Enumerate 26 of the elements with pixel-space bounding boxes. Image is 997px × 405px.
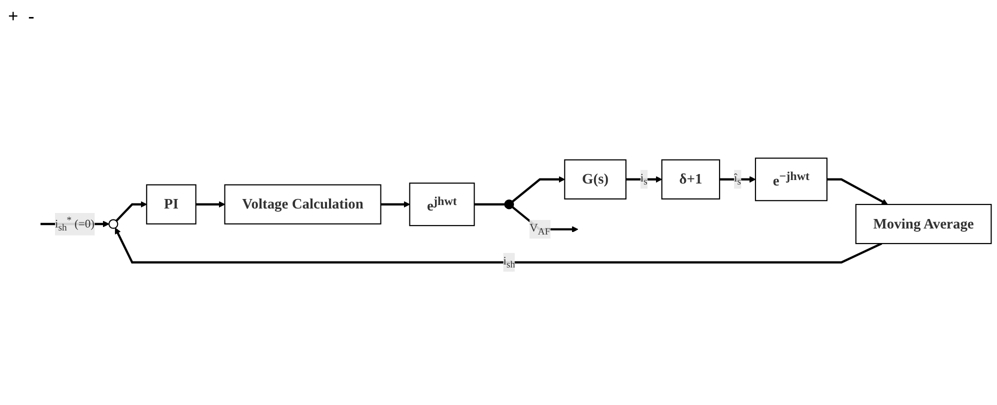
node-box: PI (146, 184, 196, 224)
arrow (626, 176, 662, 183)
arrow (512, 206, 578, 232)
arrow (114, 228, 882, 264)
edge-label: i$_{s}$ (640, 172, 648, 187)
node-box: e$^{jhwt}$ (409, 182, 475, 226)
node-box: G(s) (564, 159, 626, 200)
arrow (826, 178, 888, 205)
arrow (380, 201, 410, 208)
edge-label: i$_{sh}$ (503, 255, 516, 270)
node-box: e$^{−jhwt}$ (754, 158, 828, 202)
node-box: δ+1 (661, 159, 720, 200)
arrow (196, 201, 226, 208)
node-circle (504, 199, 514, 210)
edge-label: V$_{AF}$ (530, 222, 550, 237)
edge-label: i$_{sh}$$^{*}$ (=0) (54, 214, 95, 233)
connector (474, 203, 505, 206)
sign-label: - (28, 6, 34, 26)
node-circle (108, 219, 118, 229)
node-box: Voltage Calculation (224, 184, 382, 224)
arrow (512, 176, 565, 202)
sign-label: + (8, 6, 18, 26)
node-box: Moving Average (855, 204, 992, 244)
edge-label: î$_{s}$ (734, 172, 742, 187)
arrow (720, 176, 756, 183)
arrow (116, 201, 147, 222)
